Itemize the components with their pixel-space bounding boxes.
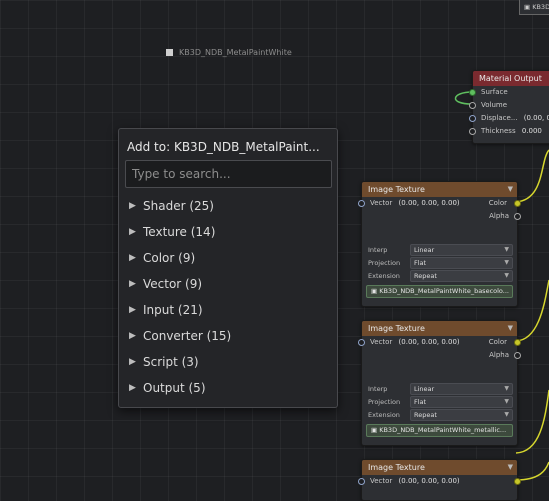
displacement-socket[interactable] <box>469 115 476 122</box>
chevron-down-icon: ▼ <box>504 271 509 279</box>
material-output-node[interactable]: Material Output Surface Volume Displace.… <box>469 70 549 144</box>
triangle-right-icon: ▶ <box>129 331 136 341</box>
material-output-header[interactable]: Material Output <box>473 71 549 86</box>
alpha-output: Alpha <box>362 349 521 362</box>
image-texture-header[interactable]: Image Texture ▼ <box>362 321 517 336</box>
volume-socket[interactable] <box>469 102 476 109</box>
material-output-title: Material Output <box>479 74 542 83</box>
menu-item-script[interactable]: ▶Script (3) <box>119 349 337 375</box>
extension-select[interactable]: Repeat▼ <box>410 269 513 282</box>
extension-select[interactable]: Repeat▼ <box>410 408 513 421</box>
vector-socket[interactable] <box>358 339 365 346</box>
vector-input: Vector (0.00, 0.00, 0.00) Color <box>358 197 521 210</box>
vector-input: Vector (0.00, 0.00, 0.00) Color <box>358 336 521 349</box>
menu-item-output[interactable]: ▶Output (5) <box>119 375 337 401</box>
interpolation-select[interactable]: Linear▼ <box>410 243 513 256</box>
image-texture-header[interactable]: Image Texture ▼ <box>362 460 517 475</box>
frame-label-text: KB3D_NDB_MetalPaintWhite <box>179 48 292 57</box>
triangle-right-icon: ▶ <box>129 279 136 289</box>
menu-item-shader[interactable]: ▶Shader (25) <box>119 193 337 219</box>
volume-input: Volume <box>469 99 549 112</box>
surface-input: Surface <box>469 86 549 99</box>
triangle-down-icon[interactable]: ▼ <box>507 185 513 193</box>
image-texture-node[interactable]: Image Texture ▼ Vector (0.00, 0.00, 0.00… <box>358 459 521 501</box>
projection-row: Projection Flat▼ <box>362 395 517 408</box>
extension-row: Extension Repeat▼ <box>362 408 517 421</box>
alpha-output: Alpha <box>362 210 521 223</box>
image-datablock-field[interactable]: ▣ KB3D_NDB_MetalPaintWhite_metallic... <box>366 424 513 437</box>
triangle-down-icon[interactable]: ▼ <box>507 463 513 471</box>
image-texture-node[interactable]: Image Texture ▼ Vector (0.00, 0.00, 0.00… <box>358 320 521 446</box>
chevron-down-icon: ▼ <box>504 410 509 418</box>
thickness-socket[interactable] <box>469 128 476 135</box>
search-input[interactable] <box>126 161 331 187</box>
triangle-down-icon[interactable]: ▼ <box>507 324 513 332</box>
displacement-input: Displace... (0.00, 0.0 <box>469 112 549 125</box>
menu-item-color[interactable]: ▶Color (9) <box>119 245 337 271</box>
interpolation-row: Interp Linear▼ <box>362 243 517 256</box>
triangle-right-icon: ▶ <box>129 305 136 315</box>
interpolation-select[interactable]: Linear▼ <box>410 382 513 395</box>
interpolation-row: Interp Linear▼ <box>362 382 517 395</box>
projection-select[interactable]: Flat▼ <box>410 256 513 269</box>
partial-node-label: ▣ KB3D <box>524 3 549 11</box>
vector-input: Vector (0.00, 0.00, 0.00) <box>358 475 521 488</box>
triangle-right-icon: ▶ <box>129 201 136 211</box>
menu-item-vector[interactable]: ▶Vector (9) <box>119 271 337 297</box>
add-menu-title: Add to: KB3D_NDB_MetalPaint... <box>127 140 320 154</box>
vector-socket[interactable] <box>358 478 365 485</box>
displacement-value[interactable]: (0.00, 0.0 <box>523 114 549 122</box>
frame-square-icon <box>166 49 173 56</box>
material-frame-label: KB3D_NDB_MetalPaintWhite <box>166 48 292 57</box>
image-texture-node[interactable]: Image Texture ▼ Vector (0.00, 0.00, 0.00… <box>358 181 521 307</box>
thickness-input: Thickness 0.000 <box>469 125 549 138</box>
triangle-right-icon: ▶ <box>129 253 136 263</box>
color-socket[interactable] <box>514 339 521 346</box>
menu-item-texture[interactable]: ▶Texture (14) <box>119 219 337 245</box>
triangle-right-icon: ▶ <box>129 383 136 393</box>
thickness-value[interactable]: 0.000 <box>521 127 542 135</box>
category-list: ▶Shader (25) ▶Texture (14) ▶Color (9) ▶V… <box>119 193 337 401</box>
color-socket[interactable] <box>514 200 521 207</box>
image-texture-header[interactable]: Image Texture ▼ <box>362 182 517 197</box>
alpha-socket[interactable] <box>514 352 521 359</box>
chevron-down-icon: ▼ <box>504 397 509 405</box>
alpha-socket[interactable] <box>514 213 521 220</box>
image-datablock-field[interactable]: ▣ KB3D_NDB_MetalPaintWhite_basecolo... <box>366 285 513 298</box>
projection-row: Projection Flat▼ <box>362 256 517 269</box>
projection-select[interactable]: Flat▼ <box>410 395 513 408</box>
menu-item-converter[interactable]: ▶Converter (15) <box>119 323 337 349</box>
surface-socket[interactable] <box>469 89 476 96</box>
add-node-menu[interactable]: Add to: KB3D_NDB_MetalPaint... ▶Shader (… <box>118 128 338 408</box>
triangle-right-icon: ▶ <box>129 357 136 367</box>
search-box[interactable] <box>125 160 332 188</box>
vector-socket[interactable] <box>358 200 365 207</box>
triangle-right-icon: ▶ <box>129 227 136 237</box>
color-socket[interactable] <box>514 478 521 485</box>
extension-row: Extension Repeat▼ <box>362 269 517 282</box>
chevron-down-icon: ▼ <box>504 384 509 392</box>
chevron-down-icon: ▼ <box>504 245 509 253</box>
partial-node-top-right[interactable]: ▣ KB3D <box>519 0 549 15</box>
chevron-down-icon: ▼ <box>504 258 509 266</box>
menu-item-input[interactable]: ▶Input (21) <box>119 297 337 323</box>
